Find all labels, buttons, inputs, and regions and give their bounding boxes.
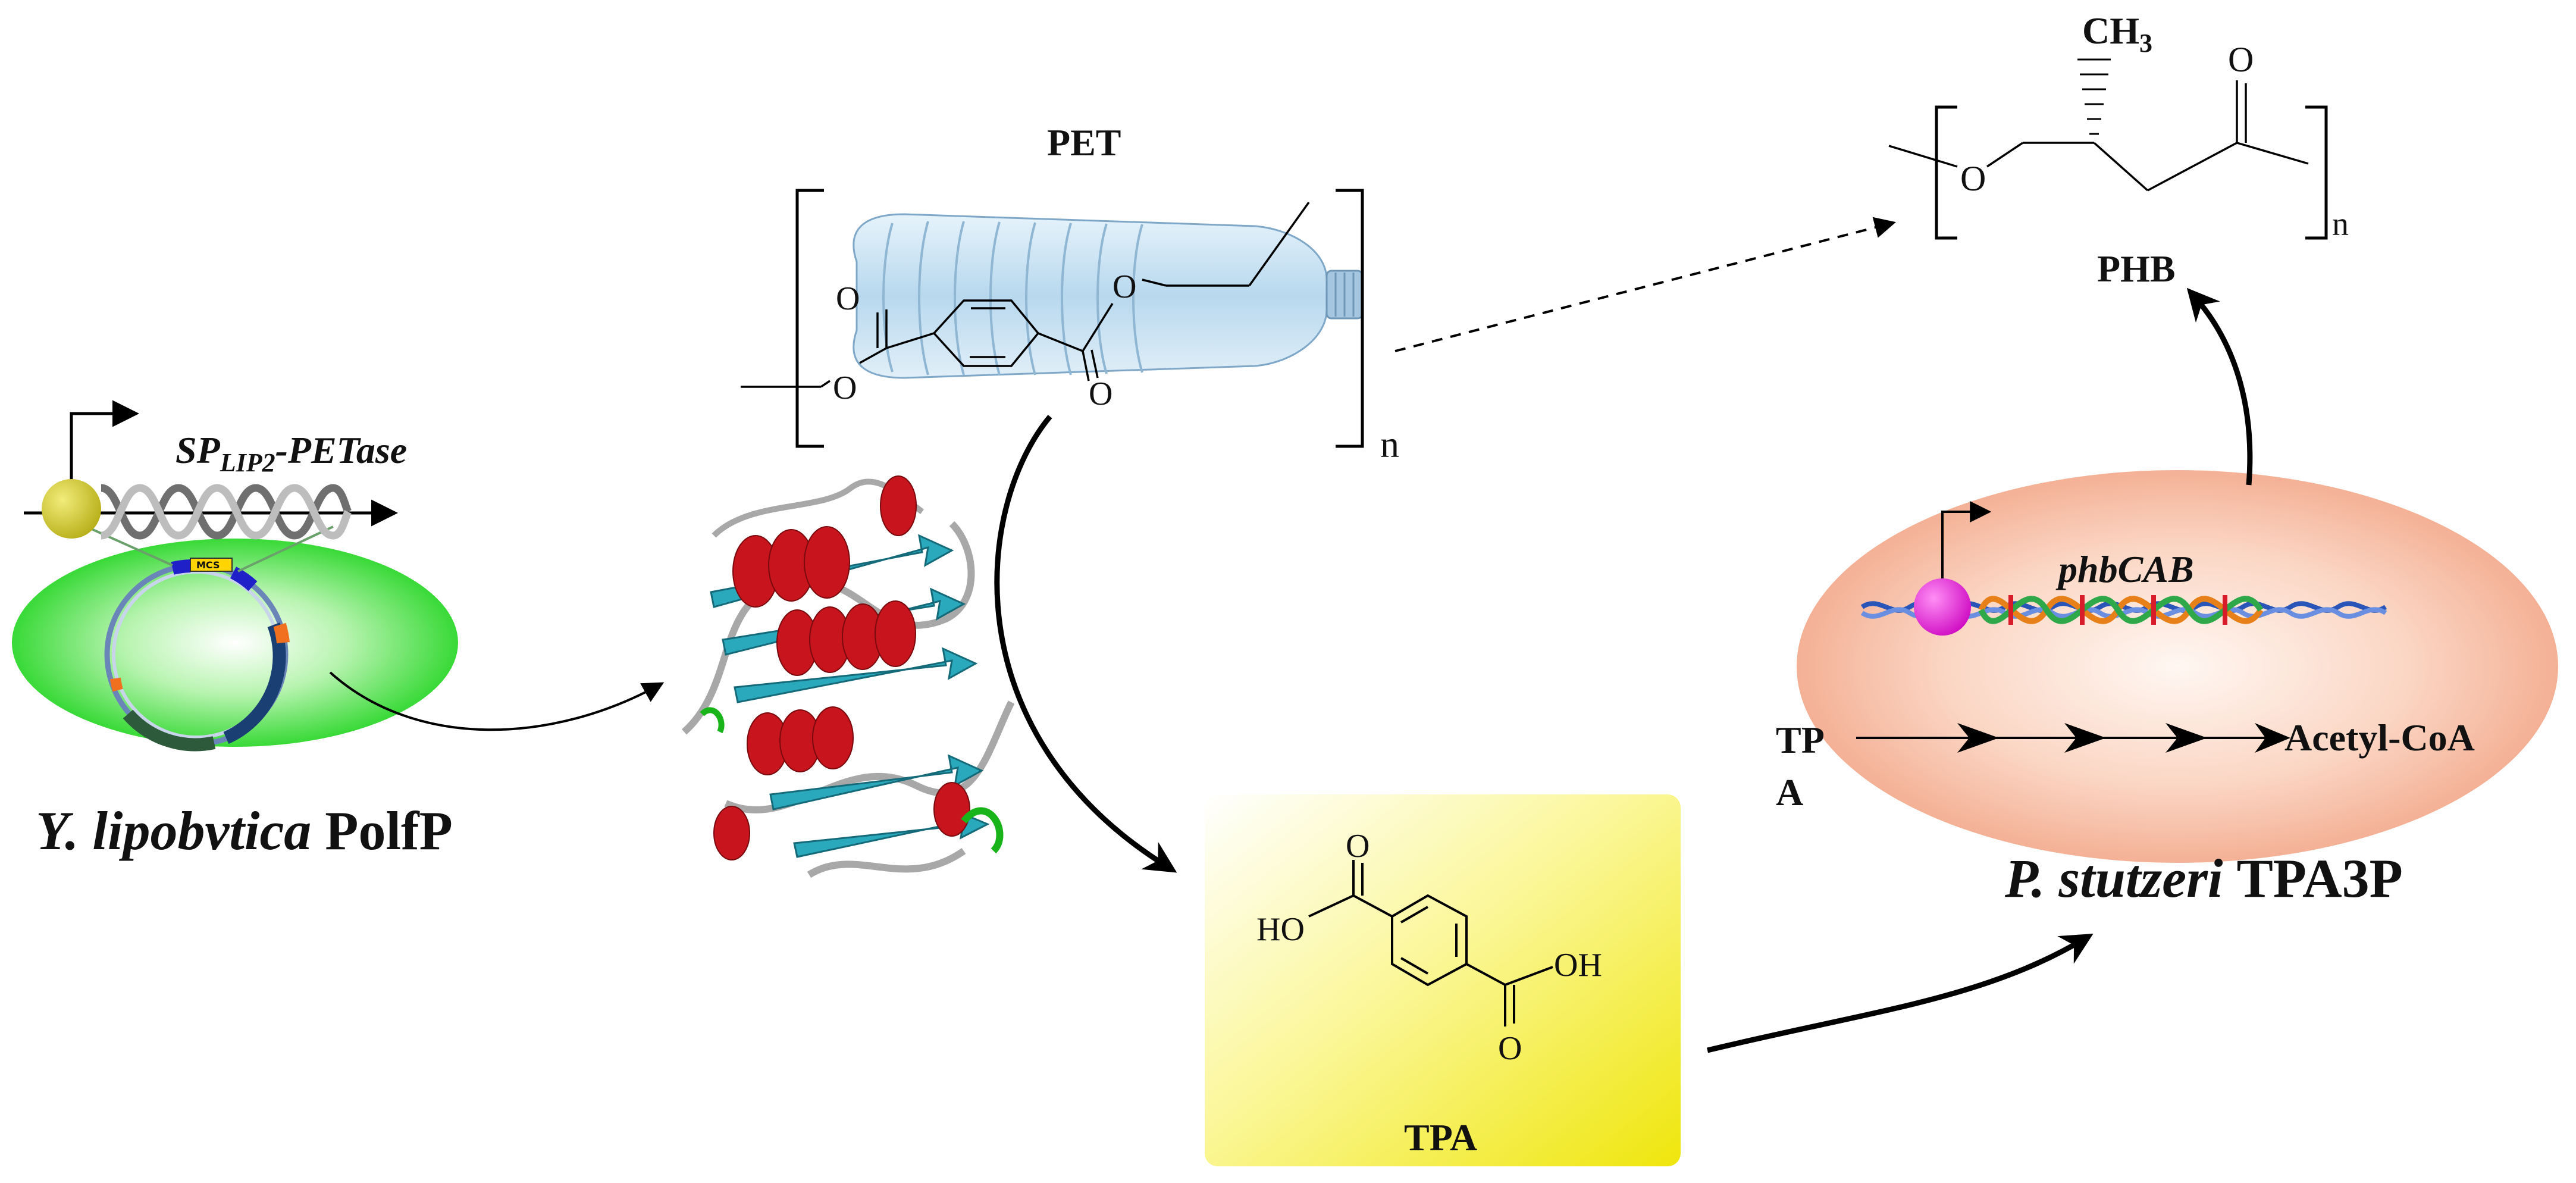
tpa-oxygen-bottom: O: [1498, 1030, 1522, 1067]
pet-oxygen-1: O: [836, 280, 860, 317]
tpa-ho-label: HO: [1256, 911, 1305, 948]
phb-ester-oxygen: O: [1960, 159, 1986, 198]
dna-helix-icon: [100, 484, 352, 540]
plasmid-icon: MCS: [104, 558, 290, 752]
mcs-label: MCS: [196, 559, 220, 571]
pet-repeat-n: n: [1380, 423, 1399, 465]
direct-conversion-dashed-arrow: [1394, 217, 1896, 352]
petase-enzyme-structure: [682, 475, 1015, 878]
phbcab-gene-label: phbCAB: [2058, 548, 2194, 590]
tpa-oxygen-top: O: [1346, 828, 1370, 865]
pet-structure: O O O O: [741, 189, 1364, 448]
phb-repeat-n: n: [2332, 206, 2349, 243]
pseudomonas-strain-label: P. stutzeri TPA3P: [2005, 848, 2403, 909]
tpa-in-cell-label-line2: A: [1776, 771, 1804, 813]
pet-oxygen-3: O: [1089, 375, 1112, 412]
sp-lip2-petase-label: SPLIP2-PETase: [176, 429, 408, 477]
degradation-arrow: [994, 415, 1177, 873]
tpa-box-group: O HO OH O: [1205, 794, 1681, 1166]
pseudomonas-cell-group: [1797, 470, 2558, 863]
acetyl-coa-label: Acetyl-CoA: [2284, 716, 2475, 759]
phb-carbonyl-oxygen: O: [2228, 40, 2254, 79]
phb-label: PHB: [2097, 248, 2176, 290]
sp-lip2-petase-gene-construct: [24, 400, 398, 540]
tpa-box: [1205, 794, 1681, 1166]
yarrowia-cell-group: MCS: [12, 525, 458, 752]
secretion-arrow: [329, 671, 665, 731]
pet-oxygen-4: O: [1112, 268, 1136, 305]
uptake-arrow: [1706, 934, 2094, 1053]
phb-ch3-label: CH3: [2082, 10, 2152, 58]
tpa-label: TPA: [1404, 1116, 1478, 1159]
pseudomonas-cell: [1797, 470, 2558, 863]
pet-oxygen-2: O: [833, 370, 857, 406]
promoter-yellow-icon: [42, 479, 101, 539]
plastic-bottle-icon: [853, 213, 1364, 379]
tpa-oh-label: OH: [1554, 947, 1602, 984]
phb-synthesis-arrow: [2186, 287, 2253, 486]
phb-structure: O O n: [1888, 40, 2349, 243]
promoter-magenta-icon: [1914, 578, 1971, 636]
yarrowia-strain-label: Y. lipobvtica PolfP: [36, 800, 453, 861]
pet-label: PET: [1047, 121, 1121, 164]
tpa-in-cell-label-line1: TP: [1776, 719, 1825, 761]
